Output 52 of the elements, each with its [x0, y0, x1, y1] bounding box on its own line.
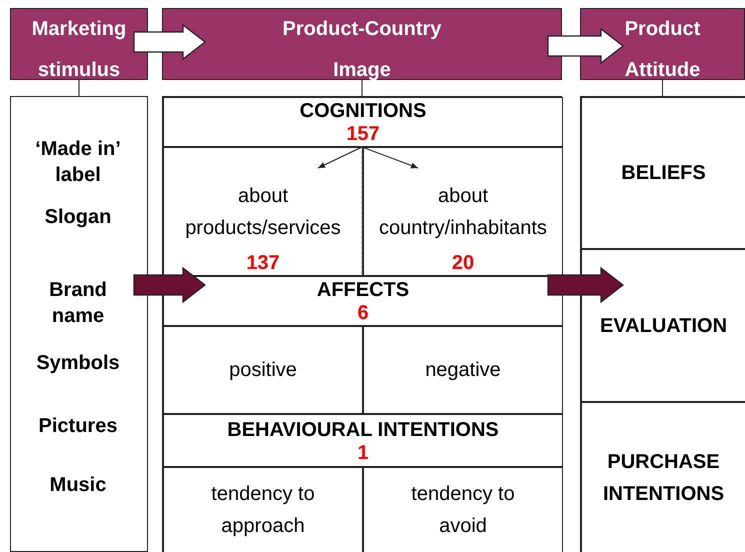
header-title: Product-Country Image	[282, 17, 442, 83]
count-number: 137	[246, 252, 280, 274]
block-arrow	[133, 24, 206, 60]
table-cell	[163, 326, 363, 414]
cell-text: tendency to avoid	[410, 482, 516, 539]
table-cell	[581, 97, 745, 249]
table-cell	[363, 147, 563, 276]
stimulus-label: Symbols	[35, 351, 121, 376]
table-cell	[581, 402, 745, 552]
table-cell	[363, 467, 563, 552]
cell-text: about products/services	[184, 184, 342, 240]
block-arrow	[133, 266, 206, 304]
cell-text: negative	[425, 358, 501, 383]
attitude-label: EVALUATION	[598, 314, 728, 338]
cell-text: positive	[229, 358, 297, 383]
count-number: 157	[346, 123, 380, 145]
stimulus-label: Music	[48, 473, 108, 498]
arrow	[362, 146, 418, 168]
count-number: 6	[357, 302, 369, 324]
section-heading: AFFECTS	[316, 278, 410, 302]
section-heading: BEHAVIOURAL INTENTIONS	[227, 418, 499, 442]
stimulus-label: Brand name	[48, 278, 108, 329]
attitude-label: BELIEFS	[620, 161, 707, 186]
stimulus-label: Slogan	[44, 205, 112, 230]
header-title: Marketing stimulus	[30, 17, 128, 83]
table-cell	[581, 249, 745, 402]
count-number: 20	[452, 252, 474, 274]
stimulus-label: Pictures	[38, 414, 118, 439]
arrow	[318, 146, 362, 168]
column-panel	[580, 96, 745, 552]
attitude-label: PURCHASE INTENTIONS	[602, 450, 726, 506]
header-title: Product Attitude	[624, 17, 702, 83]
block-arrow	[547, 28, 624, 64]
table-cell	[163, 276, 563, 326]
column-panel	[162, 96, 562, 552]
table-cell	[163, 97, 563, 147]
table-cell	[363, 326, 563, 414]
count-number: 1	[357, 442, 369, 464]
table-cell	[163, 467, 363, 552]
header-banner	[10, 8, 148, 80]
column-panel	[10, 96, 148, 552]
cell-text: about country/inhabitants	[378, 184, 548, 240]
connector-line	[662, 80, 663, 96]
table-cell	[163, 414, 563, 467]
block-arrow	[547, 266, 624, 304]
cell-text: tendency to approach	[210, 482, 316, 539]
connector-line	[78, 80, 80, 96]
section-heading: COGNITIONS	[300, 99, 426, 123]
header-banner	[162, 8, 562, 80]
header-banner	[580, 8, 745, 80]
stimulus-label: ‘Made in’ label	[34, 137, 122, 188]
table-cell	[163, 147, 363, 276]
